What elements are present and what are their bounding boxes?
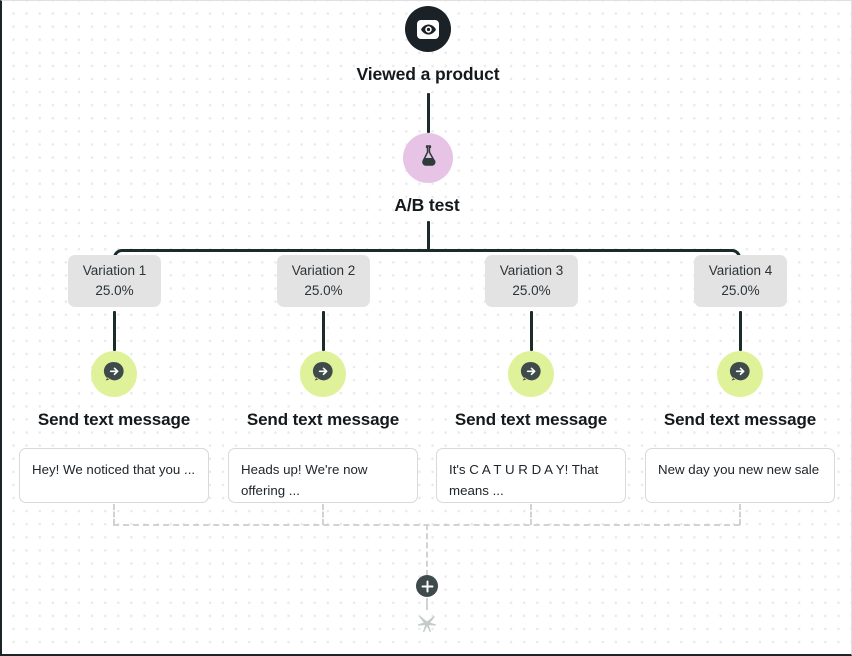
variation-name-1: Variation 1 xyxy=(82,263,147,279)
trigger-label: Viewed a product xyxy=(356,64,500,84)
message-preview-text-1: Hey! We noticed that you ... xyxy=(32,462,196,477)
message-arrow-icon xyxy=(729,360,752,388)
message-preview-card-1[interactable]: Hey! We noticed that you ... xyxy=(19,448,209,503)
eye-icon xyxy=(417,19,439,39)
message-node-4[interactable] xyxy=(717,351,763,397)
message-arrow-icon xyxy=(520,360,543,388)
flask-icon xyxy=(420,145,437,171)
variation-percent-1: 25.0% xyxy=(95,283,134,298)
variation-name-3: Variation 3 xyxy=(499,263,564,279)
variation-chip-1[interactable]: Variation 1 25.0% xyxy=(68,255,161,307)
message-arrow-icon xyxy=(103,360,126,388)
dashed-connector-branch-2 xyxy=(322,504,324,525)
connector-abtest-stem xyxy=(426,221,430,251)
dashed-connector-branch-1 xyxy=(113,504,115,525)
message-node-3[interactable] xyxy=(508,351,554,397)
message-arrow-icon xyxy=(312,360,335,388)
branch-distribution-bar xyxy=(113,249,741,261)
variation-percent-3: 25.0% xyxy=(512,283,551,298)
plus-icon xyxy=(421,580,433,592)
variation-chip-3[interactable]: Variation 3 25.0% xyxy=(485,255,578,307)
add-step-button[interactable] xyxy=(416,575,438,597)
message-label-2: Send text message xyxy=(246,410,400,429)
message-preview-card-2[interactable]: Heads up! We're now offering ... xyxy=(228,448,418,503)
message-preview-text-2: Heads up! We're now offering ... xyxy=(241,462,368,498)
connector-variation-1-to-action xyxy=(113,311,116,351)
variation-name-2: Variation 2 xyxy=(291,263,356,279)
abtest-label: A/B test xyxy=(394,195,460,215)
abtest-node[interactable] xyxy=(403,133,453,183)
message-node-1[interactable] xyxy=(91,351,137,397)
variation-percent-4: 25.0% xyxy=(721,283,760,298)
message-preview-text-4: New day you new new sale xyxy=(658,462,820,477)
dashed-connector-branch-3 xyxy=(530,504,532,525)
connector-variation-2-to-action xyxy=(322,311,325,351)
connector-trigger-to-abtest xyxy=(426,93,430,133)
message-label-1: Send text message xyxy=(37,410,191,429)
message-preview-card-3[interactable]: It's C A T U R D A Y! That means ... xyxy=(436,448,626,503)
variation-name-4: Variation 4 xyxy=(708,263,773,279)
message-node-2[interactable] xyxy=(300,351,346,397)
dashed-connector-to-add-step xyxy=(426,524,428,576)
message-label-3: Send text message xyxy=(454,410,608,429)
dashed-connector-to-end xyxy=(426,598,428,610)
variation-chip-4[interactable]: Variation 4 25.0% xyxy=(694,255,787,307)
message-preview-text-3: It's C A T U R D A Y! That means ... xyxy=(449,462,599,498)
variation-chip-2[interactable]: Variation 2 25.0% xyxy=(277,255,370,307)
dashed-connector-branch-4 xyxy=(739,504,741,525)
connector-variation-3-to-action xyxy=(530,311,533,351)
message-label-4: Send text message xyxy=(663,410,817,429)
variation-percent-2: 25.0% xyxy=(304,283,343,298)
connector-variation-4-to-action xyxy=(739,311,742,351)
message-preview-card-4[interactable]: New day you new new sale xyxy=(645,448,835,503)
trigger-node[interactable] xyxy=(405,6,451,52)
flow-end-icon xyxy=(414,609,440,635)
